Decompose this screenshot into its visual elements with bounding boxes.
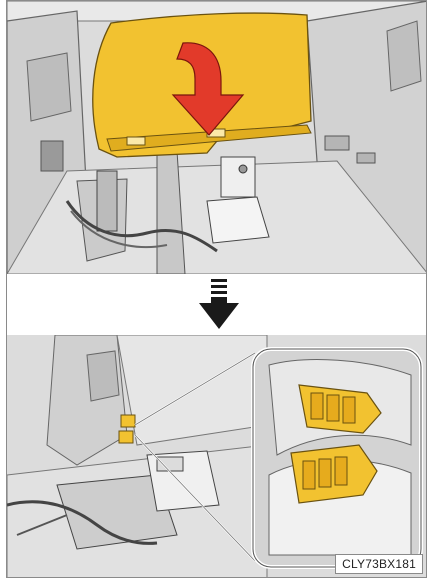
connector-closeup [253, 349, 421, 567]
illustration-frame: CLY73BX181 [6, 0, 427, 578]
down-arrow-icon [197, 275, 241, 335]
figure-code: CLY73BX181 [335, 554, 423, 574]
step-1-illustration [7, 1, 426, 274]
step-2-illustration [7, 335, 426, 578]
